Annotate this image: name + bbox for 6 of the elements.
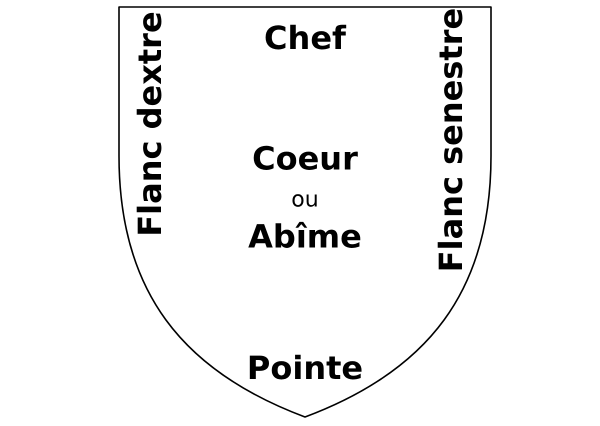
heraldic-shield (118, 6, 492, 418)
center-label: Coeur ou Abîme (248, 140, 362, 258)
top-label: Chef (264, 22, 346, 54)
bottom-label: Pointe (246, 352, 364, 384)
left-flank-label: Flanc dextre (134, 11, 166, 237)
right-flank-label: Flanc senestre (435, 8, 467, 272)
